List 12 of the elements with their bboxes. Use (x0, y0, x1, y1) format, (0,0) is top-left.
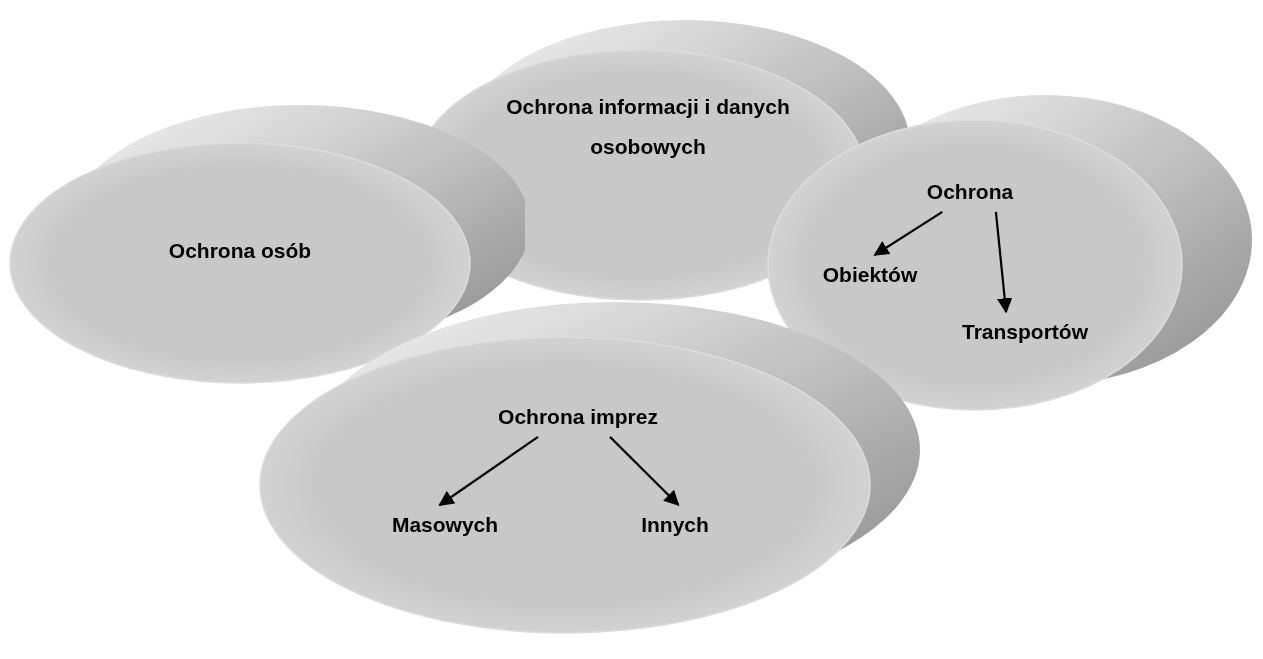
text-label: Obiektów (822, 255, 918, 295)
disc-label: Ochrona osób (167, 238, 313, 264)
arrow (873, 210, 943, 256)
arrow (609, 436, 680, 507)
text-label: Ochrona (926, 172, 1014, 212)
text-label: Ochrona imprez (498, 397, 658, 437)
text-label: Innych (641, 505, 709, 545)
text-label: Transportów (962, 312, 1088, 352)
text-label: Masowych (391, 505, 499, 545)
arrow (438, 436, 539, 506)
arrow (994, 211, 1013, 314)
disc-label: Ochrona informacji i danych osobowych (505, 94, 791, 160)
